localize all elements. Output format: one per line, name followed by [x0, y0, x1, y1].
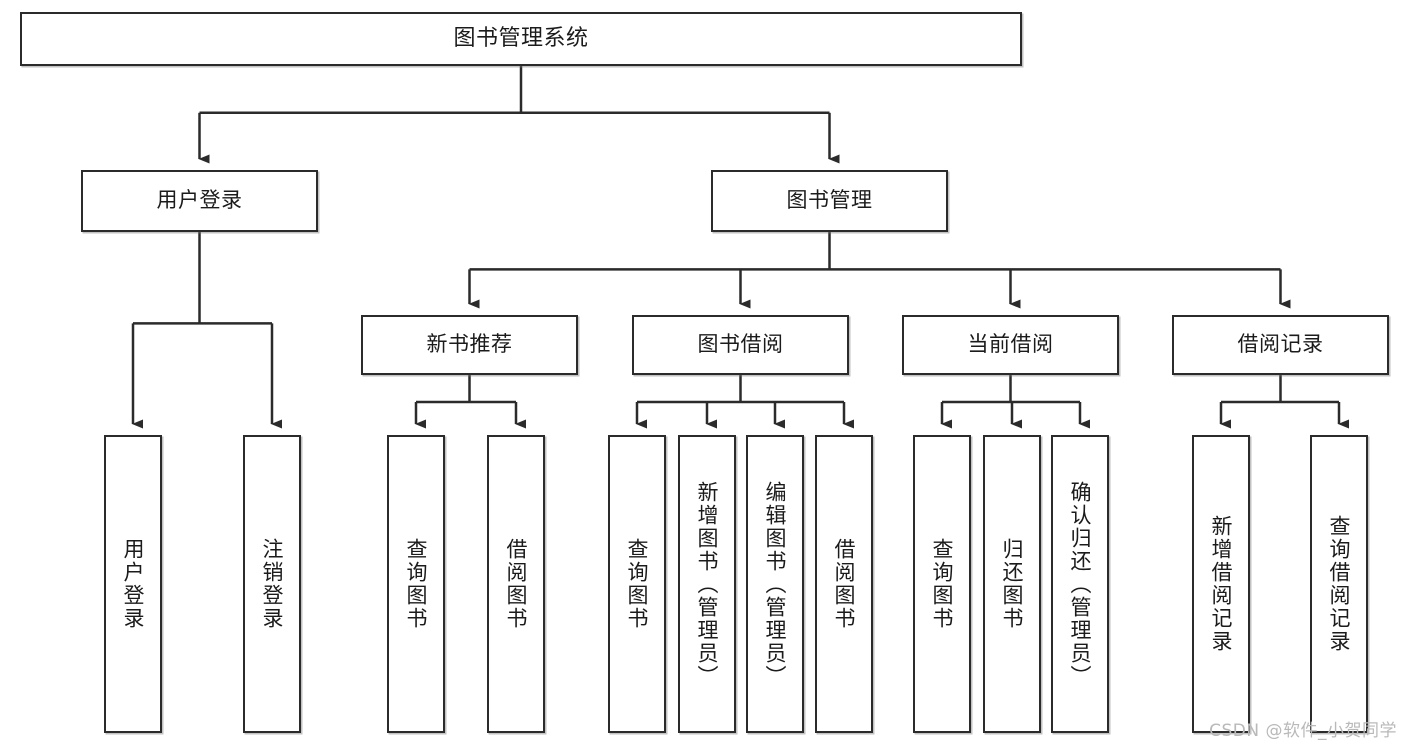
node-label-leaf-edit-book: 编辑图书（管理员）	[763, 480, 788, 688]
node-label-root: 图书管理系统	[453, 25, 589, 51]
node-leaf-query-book-1[interactable]: 查询图书	[387, 435, 445, 733]
node-label-user-login: 用户登录	[156, 188, 243, 213]
node-label-current-borrow: 当前借阅	[967, 332, 1054, 357]
node-label-leaf-add-record: 新增借阅记录	[1209, 515, 1234, 653]
node-leaf-user-logout[interactable]: 注销登录	[243, 435, 301, 733]
node-leaf-user-login[interactable]: 用户登录	[104, 435, 162, 733]
node-book-borrow[interactable]: 图书借阅	[632, 315, 849, 375]
node-leaf-edit-book[interactable]: 编辑图书（管理员）	[746, 435, 804, 733]
node-leaf-return-book[interactable]: 归还图书	[983, 435, 1041, 733]
node-label-leaf-query-book-1: 查询图书	[404, 538, 429, 630]
node-current-borrow[interactable]: 当前借阅	[902, 315, 1119, 375]
node-label-leaf-borrow-book-2: 借阅图书	[832, 538, 857, 630]
node-borrow-record[interactable]: 借阅记录	[1172, 315, 1389, 375]
node-label-leaf-borrow-book-1: 借阅图书	[504, 538, 529, 630]
node-label-leaf-query-book-3: 查询图书	[930, 538, 955, 630]
node-label-leaf-add-book: 新增图书（管理员）	[695, 480, 720, 688]
node-label-leaf-query-record: 查询借阅记录	[1327, 515, 1352, 653]
node-new-book-rec[interactable]: 新书推荐	[361, 315, 578, 375]
node-label-borrow-record: 借阅记录	[1237, 332, 1324, 357]
node-label-book-manage: 图书管理	[786, 188, 873, 213]
node-leaf-borrow-book-1[interactable]: 借阅图书	[487, 435, 545, 733]
node-label-leaf-confirm-return: 确认归还（管理员）	[1068, 480, 1093, 688]
node-leaf-query-book-3[interactable]: 查询图书	[913, 435, 971, 733]
node-leaf-query-record[interactable]: 查询借阅记录	[1310, 435, 1368, 733]
node-leaf-add-record[interactable]: 新增借阅记录	[1192, 435, 1250, 733]
node-user-login[interactable]: 用户登录	[81, 170, 318, 232]
node-leaf-query-book-2[interactable]: 查询图书	[608, 435, 666, 733]
node-label-leaf-query-book-2: 查询图书	[625, 538, 650, 630]
node-book-manage[interactable]: 图书管理	[711, 170, 948, 232]
csdn-watermark: CSDN @软件_小贺同学	[1209, 721, 1397, 741]
node-label-leaf-return-book: 归还图书	[1000, 538, 1025, 630]
node-label-new-book-rec: 新书推荐	[426, 332, 513, 357]
node-leaf-borrow-book-2[interactable]: 借阅图书	[815, 435, 873, 733]
node-root[interactable]: 图书管理系统	[20, 12, 1022, 66]
node-label-leaf-user-login: 用户登录	[121, 538, 146, 630]
node-leaf-add-book[interactable]: 新增图书（管理员）	[678, 435, 736, 733]
node-leaf-confirm-return[interactable]: 确认归还（管理员）	[1051, 435, 1109, 733]
node-label-book-borrow: 图书借阅	[697, 332, 784, 357]
node-label-leaf-user-logout: 注销登录	[260, 538, 285, 630]
